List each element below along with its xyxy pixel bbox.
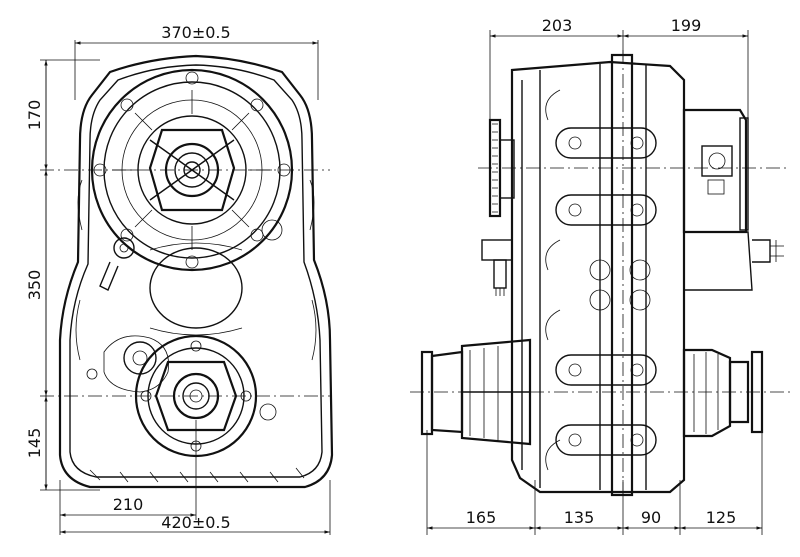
dim-bottom-2-label: 135 bbox=[564, 508, 595, 527]
dim-left-upper-label: 170 bbox=[25, 100, 44, 131]
dim-top-side: 203 199 bbox=[489, 16, 749, 120]
side-bolt-bosses bbox=[555, 127, 657, 456]
dim-bottom-1-label: 165 bbox=[466, 508, 497, 527]
side-lower-left-output bbox=[420, 338, 532, 446]
dim-bottom: 210 420±0.5 bbox=[59, 420, 331, 535]
dim-top-left-label: 203 bbox=[542, 16, 573, 35]
side-housing bbox=[510, 53, 686, 497]
dim-left-middle-label: 350 bbox=[25, 270, 44, 301]
dim-top-right-label: 199 bbox=[671, 16, 702, 35]
front-fittings bbox=[86, 219, 283, 421]
lower-flange bbox=[134, 334, 258, 458]
side-left-sensor bbox=[481, 239, 513, 296]
upper-flange bbox=[90, 68, 294, 272]
dim-left-lower-label: 145 bbox=[25, 428, 44, 459]
dim-top-width-label: 370±0.5 bbox=[161, 23, 230, 42]
upper-flange-bolts bbox=[93, 71, 291, 269]
dim-bottom-4-label: 125 bbox=[706, 508, 737, 527]
front-housing bbox=[58, 54, 334, 489]
dim-bottom-partial-label: 210 bbox=[113, 495, 144, 514]
dim-top-width: 370±0.5 bbox=[74, 23, 319, 100]
dim-bottom-side: 165 135 90 125 bbox=[426, 430, 763, 535]
front-view: 370±0.5 170 350 145 210 420±0.5 bbox=[25, 23, 334, 535]
side-upper-right-unit bbox=[682, 108, 784, 291]
dim-left-stack: 170 350 145 bbox=[25, 59, 330, 491]
side-view: 203 199 165 135 90 125 bbox=[410, 16, 790, 535]
side-upper-input bbox=[488, 118, 515, 218]
dim-bottom-width-label: 420±0.5 bbox=[161, 513, 230, 532]
dim-bottom-3-label: 90 bbox=[641, 508, 661, 527]
side-lower-right-output bbox=[682, 348, 764, 438]
